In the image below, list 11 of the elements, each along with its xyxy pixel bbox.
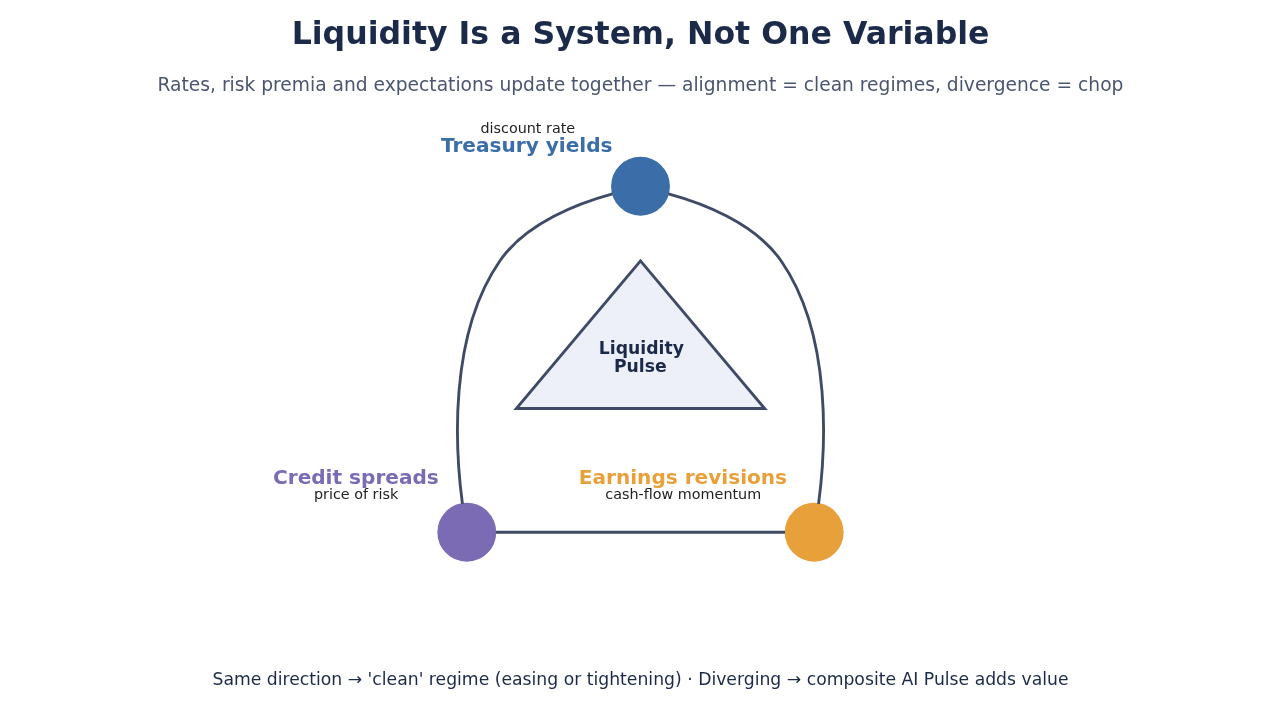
connector bbox=[495, 530, 785, 534]
node-label: Credit spreads bbox=[272, 464, 439, 489]
diagram-title: Liquidity Is a System, Not One Variable bbox=[291, 14, 990, 51]
label: Same direction → 'clean' regime (easing or tightening) · Diverging → composite AI Pulse adds value bbox=[211, 668, 1069, 689]
connector bbox=[667, 192, 825, 504]
node-label: Earnings revisions bbox=[578, 464, 787, 489]
connector bbox=[455, 192, 613, 504]
node-circle bbox=[436, 502, 496, 562]
node-circle bbox=[784, 502, 844, 562]
node-circle bbox=[610, 156, 670, 216]
label: Rates, risk premia and expectations update together — alignment = clean regimes, divergence = chop bbox=[157, 73, 1123, 95]
